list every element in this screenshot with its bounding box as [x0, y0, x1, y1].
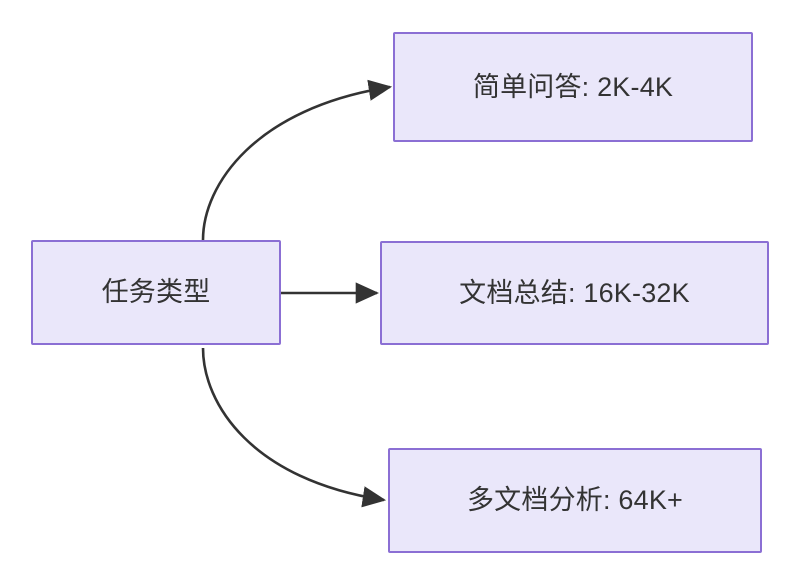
- node-task-type[interactable]: 任务类型: [31, 240, 281, 345]
- node-multi-document-analysis-label: 多文档分析: 64K+: [466, 485, 683, 516]
- edge-task-to-multidoc: [201, 347, 387, 508]
- node-task-type-label: 任务类型: [101, 277, 211, 308]
- node-simple-qa-label: 简单问答: 2K-4K: [472, 71, 674, 102]
- edge-task-to-qa: [201, 79, 393, 241]
- node-simple-qa[interactable]: 简单问答: 2K-4K: [393, 32, 753, 142]
- node-multi-document-analysis[interactable]: 多文档分析: 64K+: [388, 448, 762, 553]
- node-document-summary-label: 文档总结: 16K-32K: [459, 277, 690, 308]
- node-document-summary[interactable]: 文档总结: 16K-32K: [380, 241, 769, 345]
